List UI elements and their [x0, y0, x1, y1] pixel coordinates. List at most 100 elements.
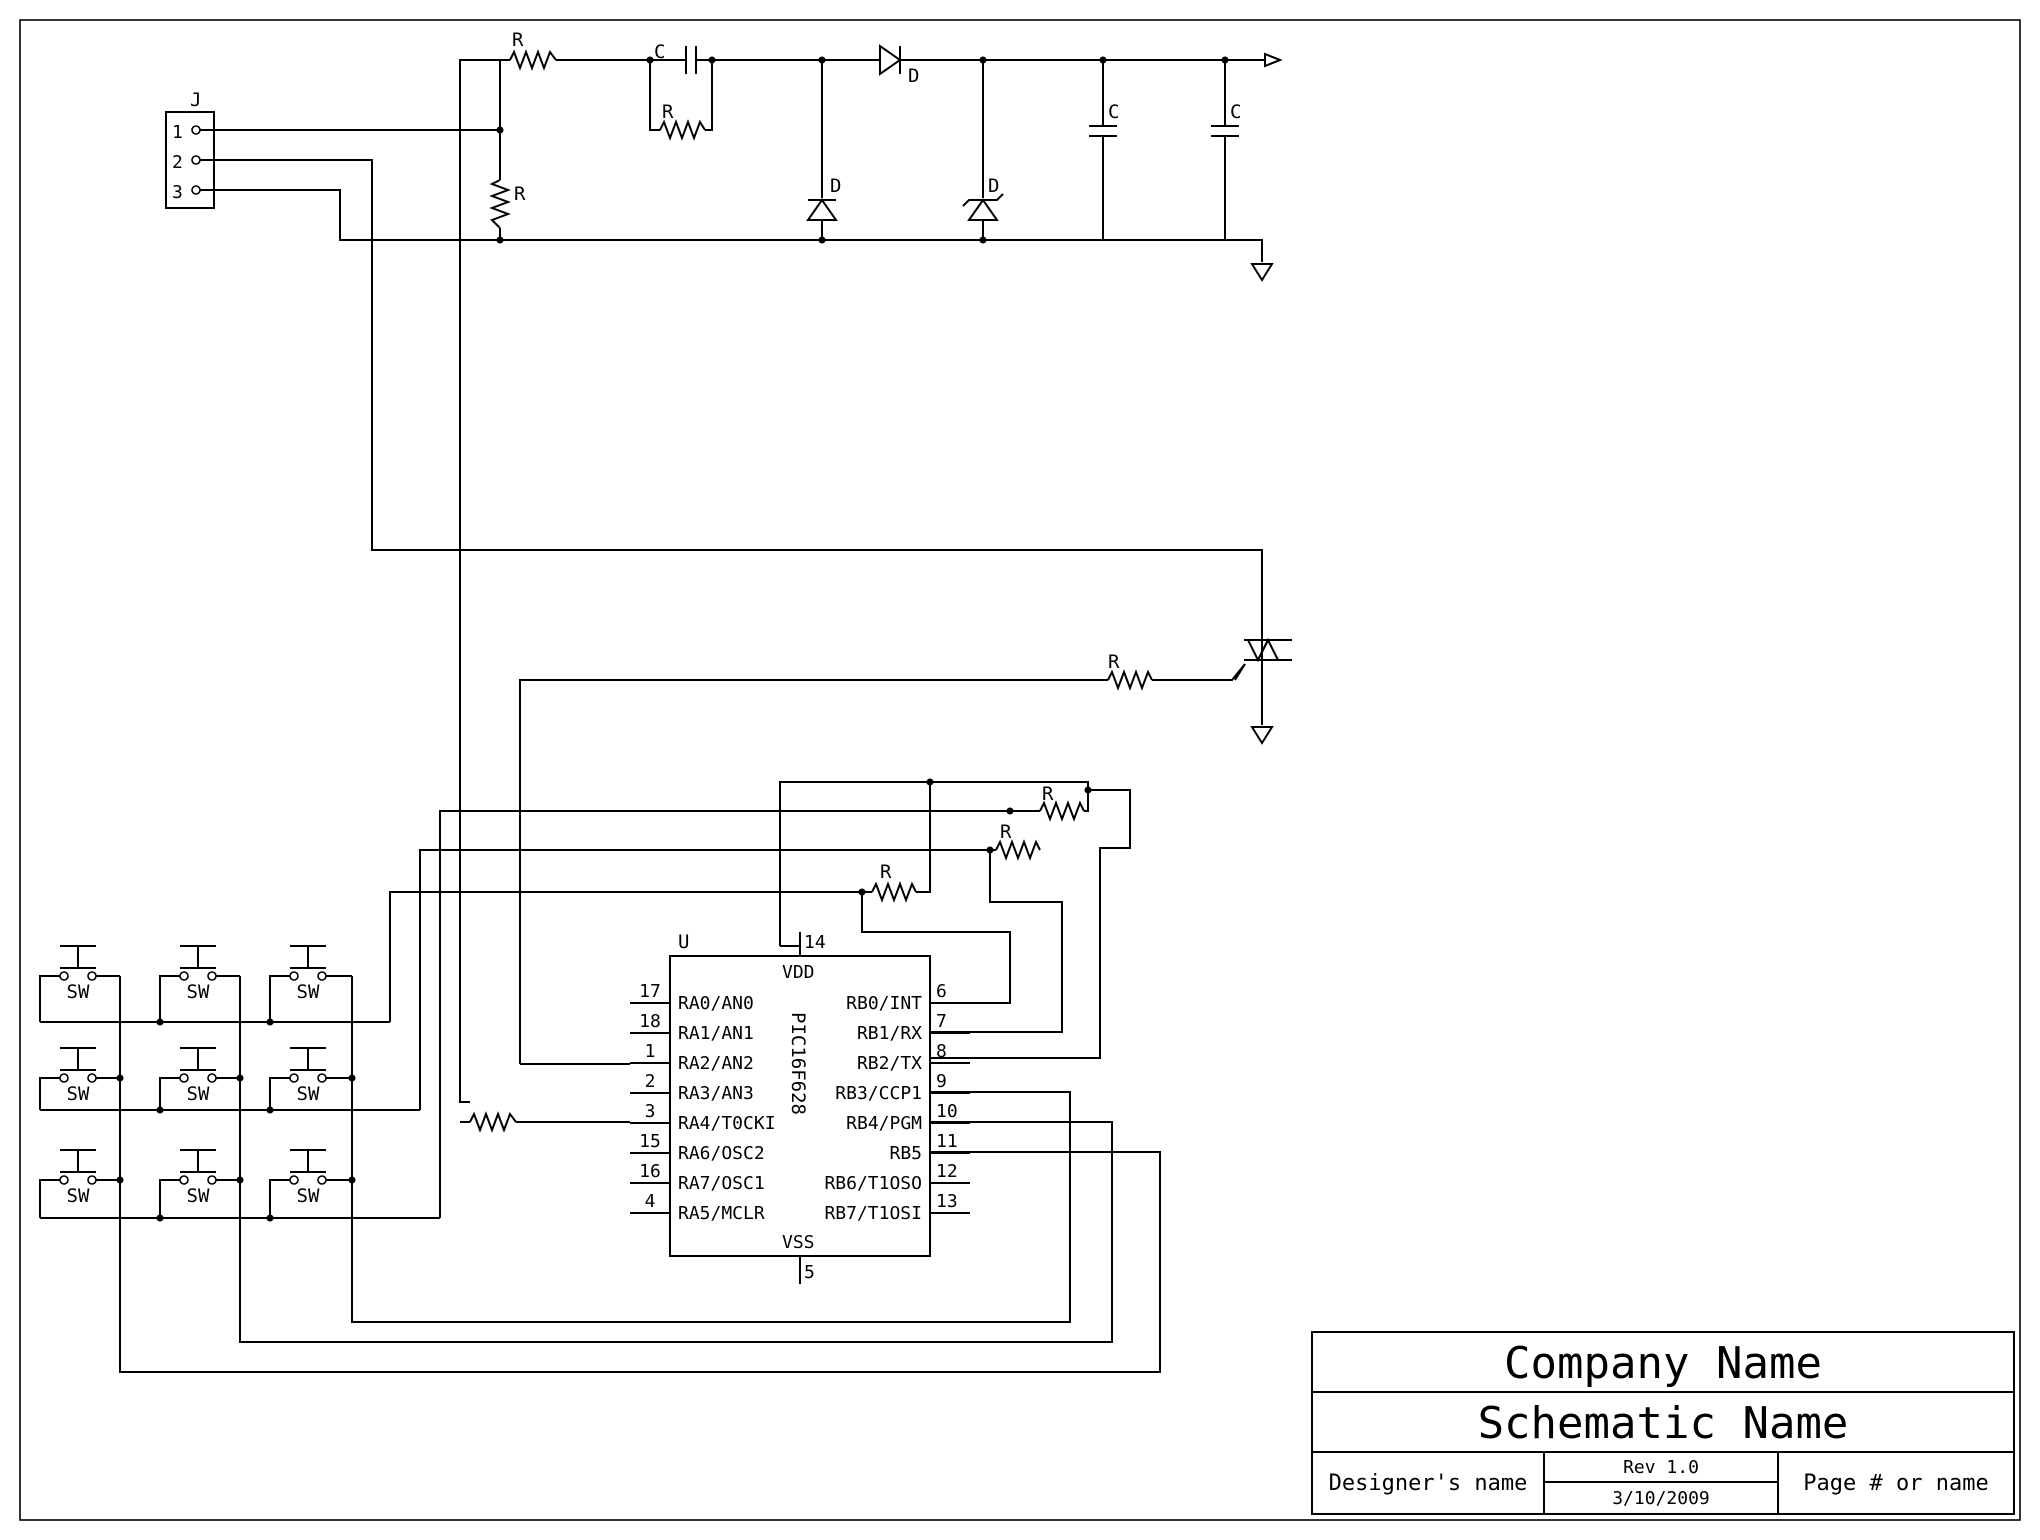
zener-diode: D [962, 175, 1004, 221]
ground-symbol-icon [1250, 240, 1274, 282]
ic-pin-name: RB5 [889, 1143, 922, 1164]
ic-pin-name: RA6/OSC2 [678, 1143, 765, 1164]
resistor-bleeder: R [659, 101, 706, 141]
capacitor-filter-1: C [1089, 101, 1119, 137]
connector-ref: J [190, 89, 201, 111]
mcu-pic16f628: U VDD VSS 14 5 PIC16F628 17RA0/AN018RA1/… [630, 931, 970, 1284]
ic-pin-name: RB4/PGM [846, 1113, 922, 1134]
switch-label: SW [187, 1185, 210, 1207]
resistor-label: R [1042, 783, 1054, 805]
resistor-triac-gate: R [519, 651, 1246, 1064]
title-block: Company Name Schematic Name Designer's n… [1311, 1331, 2015, 1515]
connector-pin-1: 1 [172, 122, 183, 143]
ic-pin-name: RA0/AN0 [678, 993, 754, 1014]
ic-pin-number: 18 [639, 1011, 661, 1032]
revision: Rev 1.0 [1623, 1457, 1699, 1478]
capacitor-label: C [654, 41, 665, 63]
ic-pin-number: 11 [936, 1131, 958, 1152]
resistor-divider: R [489, 179, 526, 229]
diode-label: D [988, 175, 999, 197]
page-name: Page # or name [1803, 1471, 1988, 1496]
switch-label: SW [67, 981, 90, 1003]
ic-pin-number: 15 [639, 1131, 661, 1152]
ic-pin-number: 16 [639, 1161, 661, 1182]
resistor-series-input: R [509, 29, 557, 71]
ic-pin-number: 7 [936, 1011, 947, 1032]
ic-pin-name: RA7/OSC1 [678, 1173, 765, 1194]
ic-ref: U [678, 931, 689, 953]
ic-vdd-pin: 14 [804, 932, 826, 953]
ic-pin-number: 10 [936, 1101, 958, 1122]
ic-part-name: PIC16F628 [787, 1012, 809, 1115]
ic-pin-name: RB7/T1OSI [824, 1203, 922, 1224]
push-switch: SW [39, 1149, 120, 1218]
resistor-label: R [880, 861, 892, 883]
ic-pin-name: RA3/AN3 [678, 1083, 754, 1104]
ic-pin-number: 3 [645, 1101, 656, 1122]
switch-label: SW [297, 981, 320, 1003]
switch-label: SW [67, 1185, 90, 1207]
ic-pin-number: 13 [936, 1191, 958, 1212]
push-switch: SW [159, 1047, 240, 1110]
resistor-label: R [1108, 651, 1120, 673]
ic-pin-name: RB3/CCP1 [835, 1083, 922, 1104]
diode-series: D [879, 44, 919, 87]
ic-pin-name: RA2/AN2 [678, 1053, 754, 1074]
push-switch: SW [39, 1047, 120, 1110]
ic-pin-number: 12 [936, 1161, 958, 1182]
connector-pin-3: 3 [172, 182, 183, 203]
ic-pin-name: RA4/T0CKI [678, 1113, 776, 1134]
diode-label: D [908, 65, 919, 87]
triac [1234, 637, 1292, 710]
ic-pin-number: 9 [936, 1071, 947, 1092]
vcc-arrow-icon [1264, 52, 1283, 68]
switch-label: SW [187, 981, 210, 1003]
ic-pin-number: 17 [639, 981, 661, 1002]
ic-pin-number: 1 [645, 1041, 656, 1062]
sheet-border [19, 19, 2021, 1521]
ic-left-pins: 17RA0/AN018RA1/AN11RA2/AN22RA3/AN33RA4/T… [630, 981, 776, 1224]
switch-label: SW [67, 1083, 90, 1105]
resistor-label: R [512, 29, 524, 51]
ic-pin-number: 8 [936, 1041, 947, 1062]
schematic-name: Schematic Name [1478, 1398, 1849, 1449]
ic-vdd-label: VDD [782, 962, 815, 983]
mcu-wiring: R R R [119, 778, 1161, 1373]
switch-label: SW [297, 1083, 320, 1105]
capacitor-series: C [654, 41, 706, 74]
diode-label: D [830, 175, 841, 197]
ic-pin-name: RB1/RX [857, 1023, 922, 1044]
ic-pin-number: 4 [645, 1191, 656, 1212]
push-switch: SW [39, 945, 120, 1022]
resistor-label: R [662, 101, 674, 123]
push-switch: SW [159, 945, 240, 1022]
ground-symbol-icon [1250, 710, 1274, 745]
connector-pin-2: 2 [172, 152, 183, 173]
switch-label: SW [187, 1083, 210, 1105]
switch-label: SW [297, 1185, 320, 1207]
company-name: Company Name [1504, 1338, 1822, 1389]
capacitor-label: C [1108, 101, 1119, 123]
resistor-label: R [1000, 821, 1012, 843]
power-supply-wiring [200, 56, 1265, 1103]
push-switch: SW [269, 1047, 352, 1110]
switch-matrix: SW SW SW SW SW SW SW SW SW [39, 945, 440, 1222]
ic-pin-name: RA1/AN1 [678, 1023, 754, 1044]
ic-vss-pin: 5 [804, 1262, 815, 1283]
date: 3/10/2009 [1612, 1488, 1710, 1509]
ic-pin-name: RB0/INT [846, 993, 922, 1014]
ic-pin-name: RB2/TX [857, 1053, 922, 1074]
designer-name: Designer's name [1329, 1471, 1528, 1496]
capacitor-label: C [1230, 101, 1241, 123]
ic-pin-name: RA5/MCLR [678, 1203, 765, 1224]
ic-vss-label: VSS [782, 1232, 815, 1253]
push-switch: SW [269, 945, 352, 1022]
push-switch: SW [159, 1149, 240, 1218]
resistor-label: R [514, 183, 526, 205]
push-switch: SW [269, 1149, 352, 1218]
ic-pin-number: 6 [936, 981, 947, 1002]
diode-shunt: D [806, 175, 841, 221]
capacitor-filter-2: C [1211, 101, 1241, 137]
